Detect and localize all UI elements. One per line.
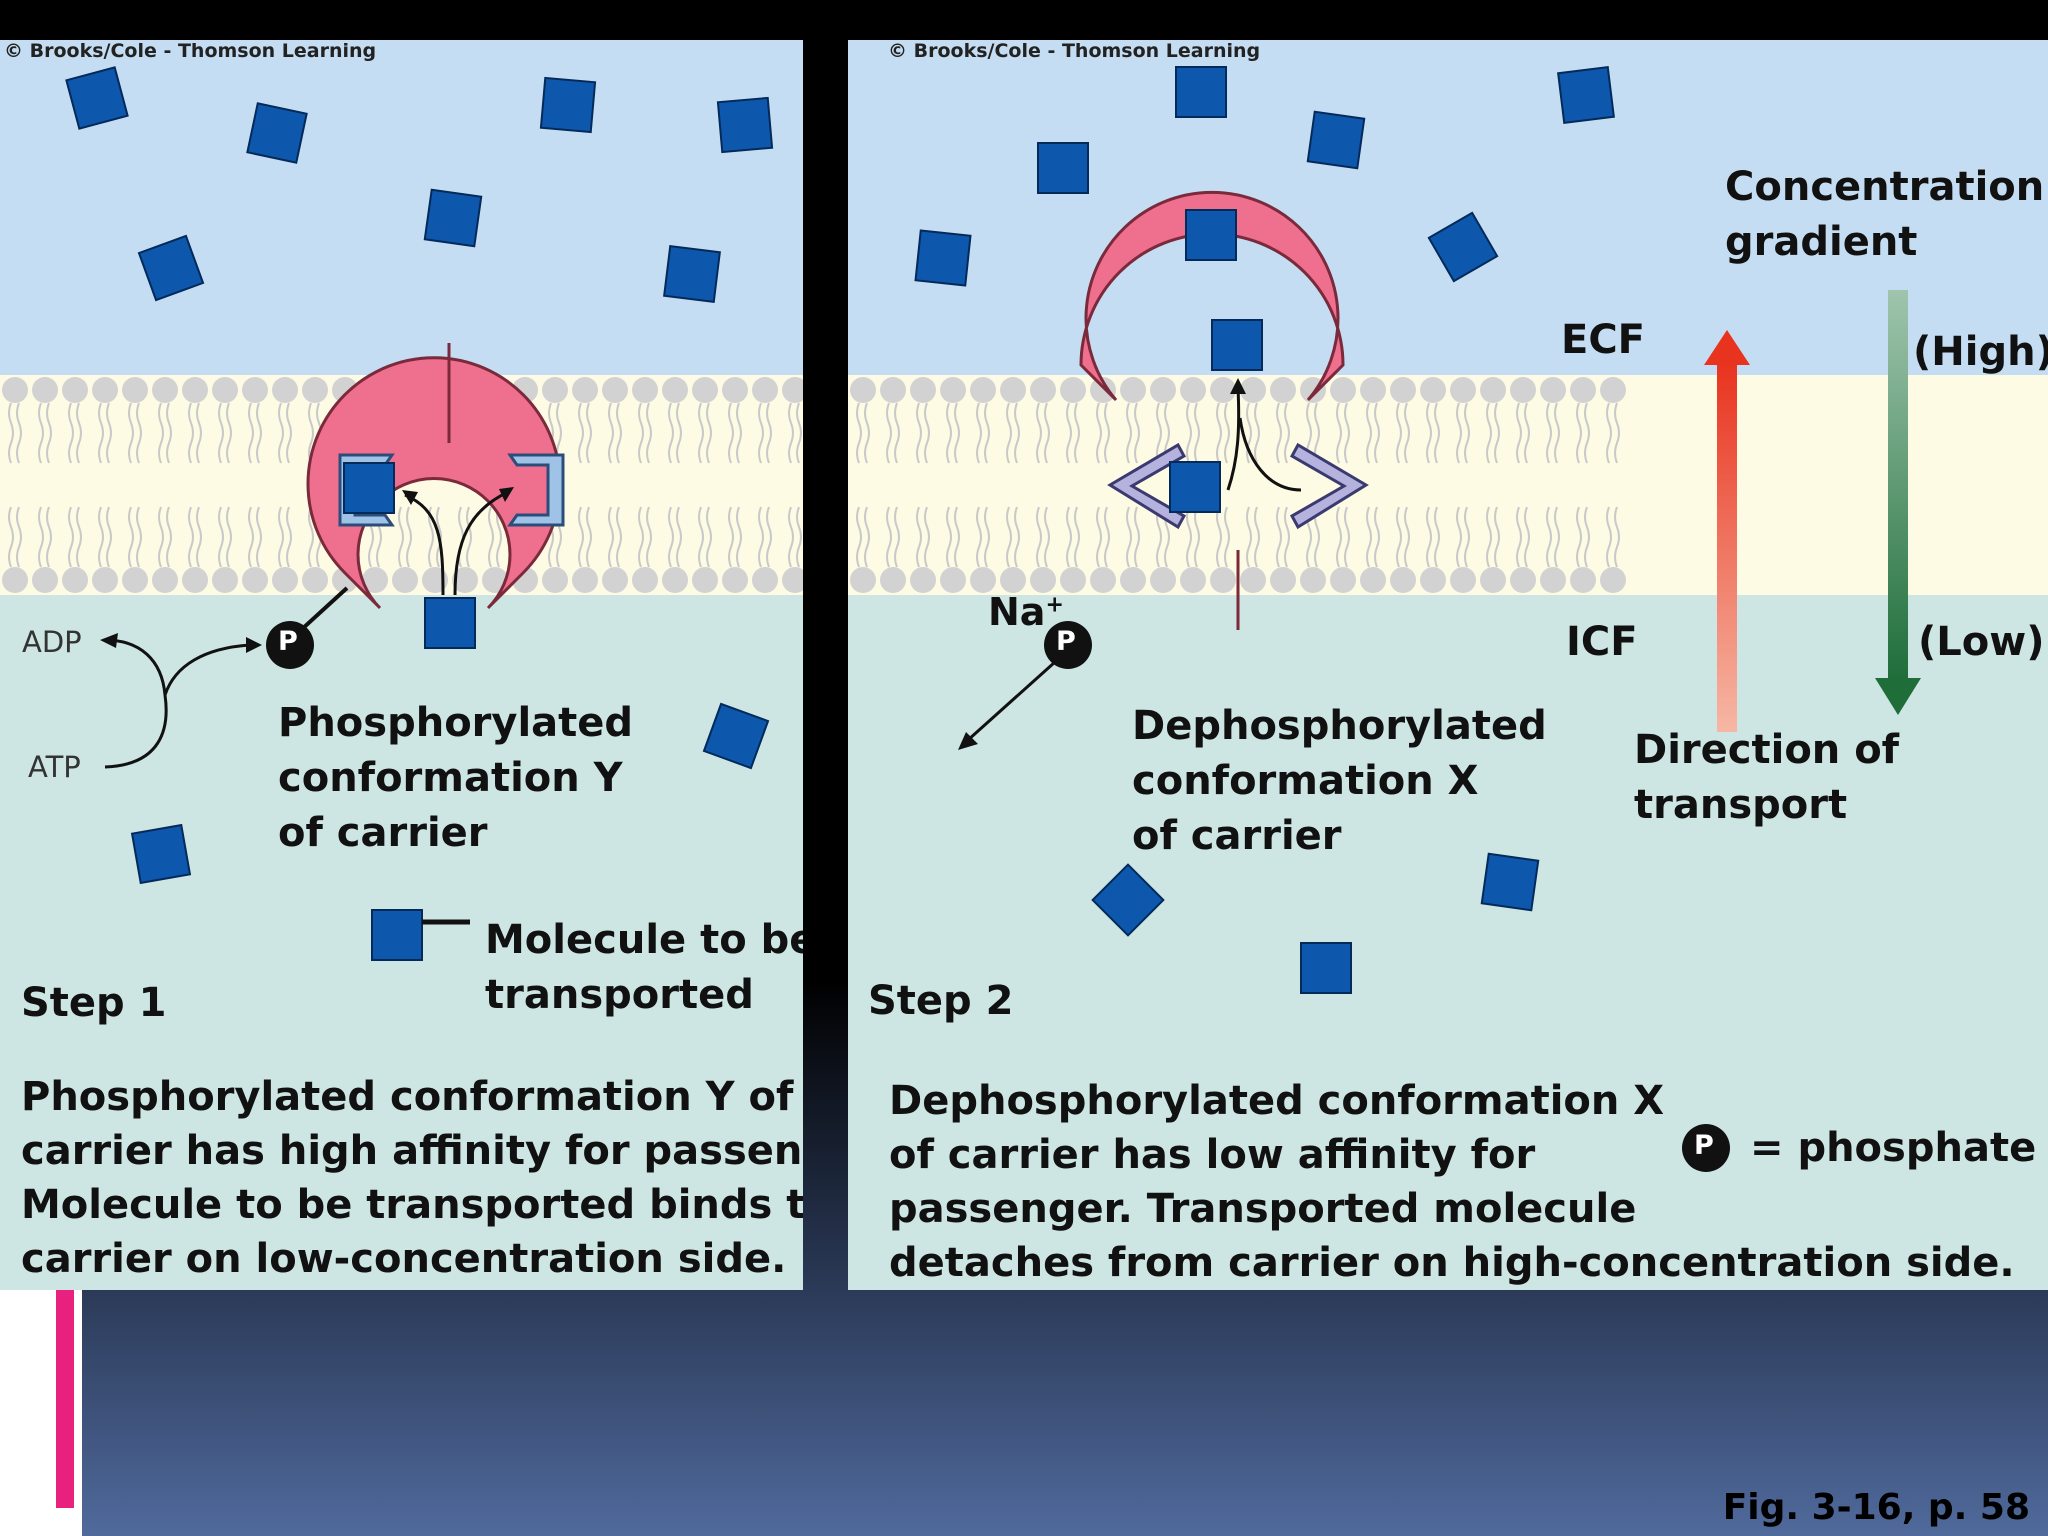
phosphate-icon [266, 621, 314, 669]
released-molecule [1211, 319, 1263, 371]
direction-label-line2: transport [1634, 782, 1848, 828]
atp-adp-arrow [104, 638, 168, 769]
gradient-label-line1: Concentration [1725, 164, 2045, 210]
bound-molecule [343, 462, 395, 514]
detaching-molecule-low [1169, 461, 1221, 513]
low-label: (Low) [1918, 619, 2045, 665]
carrier-protein-x [1079, 190, 1369, 630]
release-arrow-1 [1226, 387, 1241, 491]
ecf-label: ECF [1561, 317, 1646, 363]
high-label: (High) [1913, 329, 2048, 375]
sodium-label: Na+ [988, 590, 1064, 634]
phosphate-legend-label: = phosphate [1750, 1125, 2037, 1171]
icf-region [848, 595, 2048, 1290]
step2-title: Step 2 [868, 978, 1014, 1024]
legend-label-line2: transported [485, 972, 754, 1018]
figure-reference: Fig. 3-16, p. 58 [1722, 1487, 2030, 1528]
direction-arrow [1717, 362, 1737, 732]
step2-illustration [848, 40, 2048, 1290]
carrier-label-line2: conformation X [1132, 758, 1479, 804]
carrier-label-line1: Phosphorylated [278, 700, 634, 746]
carrier-label-line2: conformation Y [278, 755, 623, 801]
binding-arrow-left [404, 493, 445, 596]
binding-arrow-right [453, 490, 509, 596]
copyright-text: © Brooks/Cole - Thomson Learning [4, 40, 377, 62]
ecf-region [0, 40, 803, 375]
entering-molecule [424, 597, 476, 649]
carrier-label-line3: of carrier [278, 810, 488, 856]
phosphate-release-arrow [966, 660, 1057, 742]
step2-caption-line4: detaches from carrier on high-concentrat… [889, 1240, 2015, 1286]
phosphate-symbol: P [1056, 626, 1076, 657]
step1-caption-line4: carrier on low-concentration side. [21, 1236, 787, 1282]
direction-label-line1: Direction of [1634, 727, 1900, 773]
carrier-label-line3: of carrier [1132, 813, 1342, 859]
legend-phosphate-symbol: P [1694, 1130, 1714, 1161]
phosphate-symbol: P [278, 626, 298, 657]
gradient-label-line2: gradient [1725, 219, 1918, 265]
step2-caption-line1: Dephosphorylated conformation X [889, 1078, 1665, 1124]
step1-illustration [0, 40, 803, 1290]
copyright-text: © Brooks/Cole - Thomson Learning [888, 40, 1261, 62]
step1-caption-line1: Phosphorylated conformation Y of [21, 1074, 794, 1120]
step2-panel: © Brooks/Cole - Thomson Learning Na+ P E… [848, 40, 2048, 1290]
icf-label: ICF [1566, 619, 1638, 665]
carrier-label-line1: Dephosphorylated [1132, 703, 1547, 749]
phosphate-icon [1044, 621, 1092, 669]
step1-caption-line2: carrier has high affinity for passenger. [21, 1128, 803, 1174]
legend-label-line1: Molecule to be [485, 917, 803, 963]
atp-label: ATP [28, 750, 81, 784]
step2-caption-line2: of carrier has low affinity for [889, 1132, 1536, 1178]
free-molecules [914, 66, 1615, 994]
step2-caption-line3: passenger. Transported molecule [889, 1186, 1637, 1232]
release-arrow-2 [1238, 417, 1302, 492]
legend-molecule-icon [371, 909, 423, 961]
step1-title: Step 1 [21, 980, 167, 1026]
concentration-arrow [1888, 290, 1908, 680]
ecf-region [848, 40, 2048, 375]
free-molecules [65, 66, 774, 885]
step1-caption-line3: Molecule to be transported binds to [21, 1182, 803, 1228]
adp-label: ADP [22, 625, 82, 659]
left-accent-pink-bar [56, 1290, 74, 1508]
step1-panel: © Brooks/Cole - Thomson Learning P ADP A… [0, 40, 803, 1290]
legend-phosphate-icon [1682, 1124, 1730, 1172]
